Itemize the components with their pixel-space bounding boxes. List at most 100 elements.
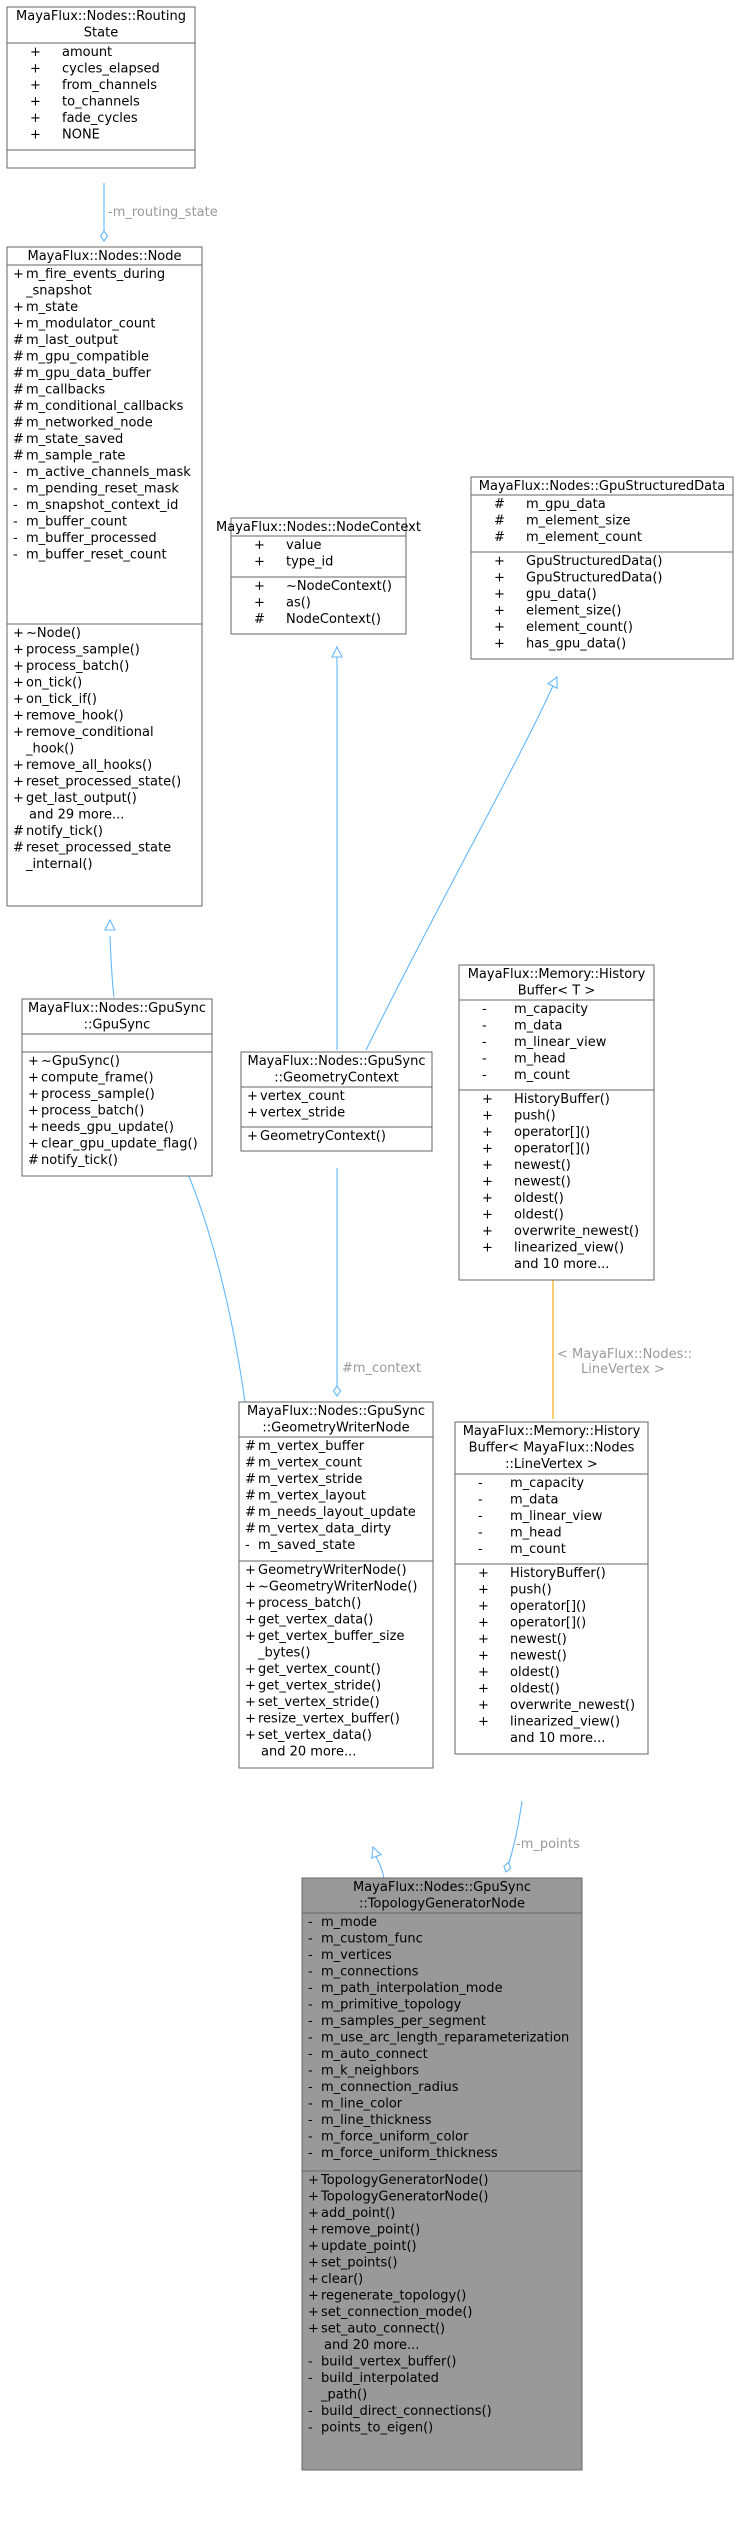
class-box <box>6 6 196 169</box>
member-visibility: - <box>482 1019 487 1034</box>
edge-label: #m_context <box>342 1361 421 1376</box>
member-m-snapshot-context-id: m_snapshot_context_id <box>26 498 178 513</box>
class-node-gpu-structured-data[interactable]: MayaFlux::Nodes::GpuStructuredData#m_gpu… <box>470 476 734 660</box>
class-node-topology-generator[interactable]: MayaFlux::Nodes::GpuSync::TopologyGenera… <box>301 1877 583 2471</box>
member-visibility: + <box>478 1649 489 1664</box>
member-visibility: - <box>308 2355 313 2370</box>
member-geometrycontext: GeometryContext() <box>260 1129 386 1144</box>
member-visibility: + <box>478 1682 489 1697</box>
member-m-count: m_count <box>510 1542 566 1557</box>
member-visibility: + <box>308 2322 319 2337</box>
edge-geometry_context-to-geometry_writer: #m_context <box>332 1168 421 1397</box>
member-m-gpu-data-buffer: m_gpu_data_buffer <box>26 366 152 381</box>
member-set-points: set_points() <box>321 2256 397 2271</box>
member-visibility: - <box>13 498 18 513</box>
member-build-interpolated: build_interpolated <box>321 2371 439 2386</box>
member-m-vertex-buffer: m_vertex_buffer <box>258 1439 365 1454</box>
member-m-last-output: m_last_output <box>26 333 118 348</box>
more-members-link[interactable]: and 20 more... <box>261 1745 356 1760</box>
member-visibility: - <box>478 1542 483 1557</box>
class-node-history-buffer-linevertex[interactable]: MayaFlux::Memory::HistoryBuffer< MayaFlu… <box>454 1421 649 1755</box>
member-visibility: + <box>245 1580 256 1595</box>
member-from-channels: from_channels <box>62 78 157 93</box>
member-regenerate-topology: regenerate_topology() <box>321 2289 466 2304</box>
member-visibility: + <box>478 1698 489 1713</box>
member-m-primitive-topology: m_primitive_topology <box>321 1998 462 2013</box>
member-newest: newest() <box>510 1649 567 1664</box>
class-title: ::GeometryWriterNode <box>262 1421 409 1436</box>
member-visibility: + <box>13 317 24 332</box>
member-m-state-saved: m_state_saved <box>26 432 123 447</box>
member-path: _path() <box>320 2388 367 2403</box>
member-visibility: + <box>247 1129 258 1144</box>
member-visibility: + <box>245 1695 256 1710</box>
member-m-buffer-count: m_buffer_count <box>26 515 127 530</box>
member-vertex-count: vertex_count <box>260 1089 345 1104</box>
member-m-connection-radius: m_connection_radius <box>321 2080 459 2095</box>
member-visibility: - <box>478 1509 483 1524</box>
class-title: MayaFlux::Memory::History <box>468 967 646 982</box>
edge-label: LineVertex > <box>581 1362 665 1377</box>
member-overwrite-newest: overwrite_newest() <box>514 1224 639 1239</box>
member-get-last-output: get_last_output() <box>26 791 137 806</box>
member-visibility: - <box>13 531 18 546</box>
class-node-history-buffer-t[interactable]: MayaFlux::Memory::HistoryBuffer< T >-m_c… <box>458 964 655 1281</box>
member-visibility: + <box>254 579 265 594</box>
member-visibility: + <box>245 1662 256 1677</box>
member-has-gpu-data: has_gpu_data() <box>526 637 626 652</box>
member-visibility: + <box>478 1616 489 1631</box>
member-m-linear-view: m_linear_view <box>514 1035 607 1050</box>
member-m-custom-func: m_custom_func <box>321 1932 423 1947</box>
more-members-link[interactable]: and 29 more... <box>29 808 124 823</box>
more-members-link[interactable]: and 10 more... <box>514 1257 609 1272</box>
member-visibility: # <box>13 824 24 839</box>
member-m-line-thickness: m_line_thickness <box>321 2113 432 2128</box>
member-visibility: # <box>494 530 505 545</box>
member-oldest: oldest() <box>514 1208 564 1223</box>
member-visibility: + <box>28 1104 39 1119</box>
member-m-modulator-count: m_modulator_count <box>26 317 155 332</box>
member-visibility: + <box>494 587 505 602</box>
member-visibility: - <box>308 1932 313 1947</box>
member-m-linear-view: m_linear_view <box>510 1509 603 1524</box>
inheritance-triangle-icon <box>331 645 343 658</box>
more-members-link[interactable]: and 10 more... <box>510 1731 605 1746</box>
member-visibility: - <box>308 2146 313 2161</box>
member-process-sample: process_sample() <box>26 643 140 658</box>
member-visibility: + <box>13 300 24 315</box>
member-visibility: + <box>28 1054 39 1069</box>
member-visibility: # <box>245 1489 256 1504</box>
member-m-vertex-data-dirty: m_vertex_data_dirty <box>258 1522 391 1537</box>
member-visibility: - <box>482 1002 487 1017</box>
class-title: MayaFlux::Memory::History <box>463 1424 641 1439</box>
edge-label: -m_routing_state <box>108 205 218 220</box>
member-visibility: + <box>308 2190 319 2205</box>
member-visibility: + <box>478 1566 489 1581</box>
member-remove-all-hooks: remove_all_hooks() <box>26 758 152 773</box>
class-node-node[interactable]: MayaFlux::Nodes::Node+m_fire_events_duri… <box>6 246 203 907</box>
member-visibility: + <box>28 1087 39 1102</box>
member-visibility: # <box>245 1472 256 1487</box>
member-visibility: + <box>482 1092 493 1107</box>
class-box <box>240 1051 433 1152</box>
member-visibility: - <box>308 2113 313 2128</box>
class-title: MayaFlux::Nodes::GpuSync <box>28 1001 206 1016</box>
class-node-geometry-context[interactable]: MayaFlux::Nodes::GpuSync::GeometryContex… <box>240 1051 433 1152</box>
member-visibility: - <box>13 548 18 563</box>
class-node-gpu-sync[interactable]: MayaFlux::Nodes::GpuSync::GpuSync+~GpuSy… <box>21 998 213 1177</box>
member-visibility: + <box>13 626 24 641</box>
inheritance-triangle-icon <box>371 1845 383 1859</box>
class-node-node-context[interactable]: MayaFlux::Nodes::NodeContext+value+type_… <box>216 517 421 635</box>
member-gpustructureddata: GpuStructuredData() <box>526 554 662 569</box>
member-element-size: element_size() <box>526 604 621 619</box>
member-notify-tick: notify_tick() <box>41 1153 118 1168</box>
class-node-routing-state[interactable]: MayaFlux::Nodes::RoutingState+amount+cyc… <box>6 6 196 169</box>
class-title: MayaFlux::Nodes::Routing <box>16 9 186 24</box>
class-node-geometry-writer[interactable]: MayaFlux::Nodes::GpuSync::GeometryWriter… <box>238 1401 434 1769</box>
member-value: value <box>286 538 322 553</box>
class-title: ::LineVertex > <box>505 1457 598 1472</box>
member-visibility: - <box>308 2080 313 2095</box>
more-members-link[interactable]: and 20 more... <box>324 2338 419 2353</box>
member-add-point: add_point() <box>321 2206 395 2221</box>
